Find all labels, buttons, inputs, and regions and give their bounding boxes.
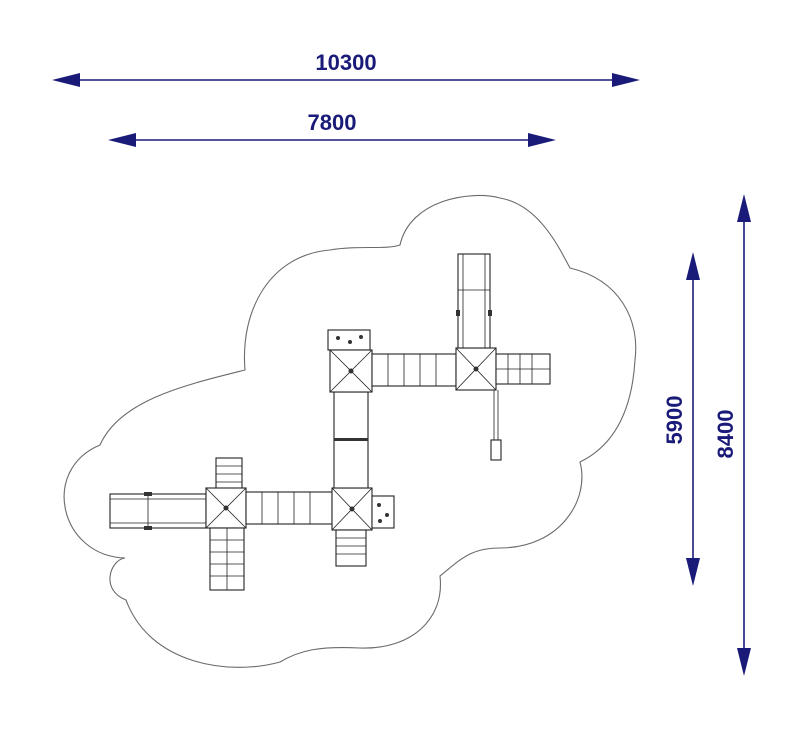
dimension-total-width: 10300	[52, 50, 640, 87]
platform-center	[331, 487, 373, 531]
platform-upper-right	[455, 347, 497, 391]
total-height-label: 8400	[713, 410, 738, 459]
dimension-inner-width: 7800	[108, 110, 556, 147]
pole-upper	[490, 390, 502, 461]
steps-lower-center	[335, 529, 367, 567]
bridge-upper	[371, 353, 457, 387]
dimension-total-height: 8400	[713, 194, 751, 676]
total-width-label: 10300	[315, 50, 376, 75]
climbing-panel-upper	[327, 329, 371, 351]
slide-upper	[456, 253, 492, 349]
arrowhead-left	[52, 73, 80, 87]
bridge-lower	[245, 491, 333, 525]
net-ladder-lower-left	[209, 527, 245, 591]
play-structure-upper	[327, 253, 551, 461]
net-ladder-upper-right	[495, 353, 551, 385]
slide-left	[109, 492, 207, 530]
inner-width-label: 7800	[308, 110, 357, 135]
play-structure-lower	[109, 457, 395, 591]
arrowhead-down	[737, 648, 751, 676]
arrowhead-up	[737, 194, 751, 222]
safety-zone-outline	[63, 195, 637, 668]
platform-left	[205, 487, 247, 529]
arrowhead-down	[686, 558, 700, 586]
climbing-panel-lower	[371, 495, 395, 529]
ladder-upper	[215, 457, 243, 491]
dimension-inner-height: 5900	[662, 252, 700, 586]
tunnel-vertical	[333, 391, 369, 489]
arrowhead-right	[528, 133, 556, 147]
platform-upper-left	[329, 349, 373, 393]
arrowhead-left	[108, 133, 136, 147]
inner-height-label: 5900	[662, 396, 687, 445]
arrowhead-up	[686, 252, 700, 280]
arrowhead-right	[612, 73, 640, 87]
